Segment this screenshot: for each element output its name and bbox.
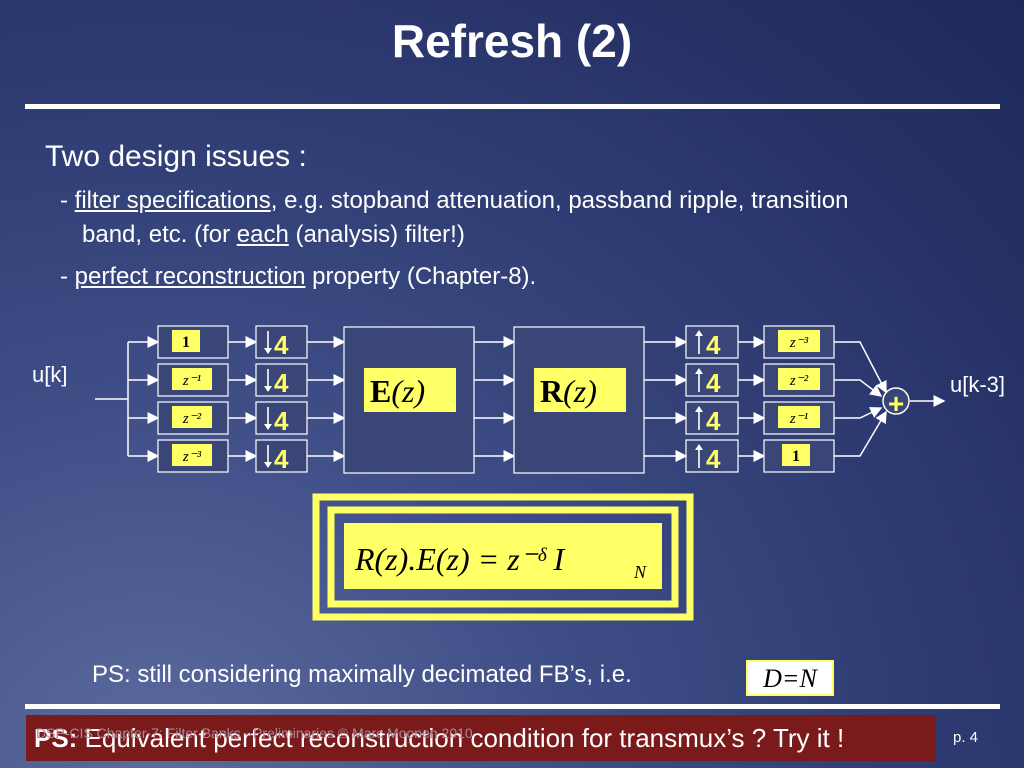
condition-subscript: N bbox=[633, 562, 647, 582]
down-factor-0: 4 bbox=[274, 330, 289, 360]
dash: - bbox=[60, 263, 75, 290]
condition-frame-outer bbox=[312, 493, 694, 621]
down-factor-2: 4 bbox=[274, 406, 289, 436]
bottom-ps-bar: PS: Equivalent perfect reconstruction co… bbox=[26, 715, 936, 761]
ps-note: PS: still considering maximally decimate… bbox=[92, 661, 632, 688]
left-delays: 1 z⁻¹ z⁻² z⁻³ bbox=[157, 325, 229, 473]
input-label: u[k] bbox=[32, 362, 68, 387]
bullet-filter-specs: - filter specifications, e.g. stopband a… bbox=[60, 184, 1010, 252]
condition-frame-middle bbox=[327, 506, 679, 608]
adder-circle bbox=[882, 387, 910, 415]
bottom-ps-text: Equivalent perfect reconstruction condit… bbox=[77, 723, 845, 753]
condition-frame-inner bbox=[344, 523, 662, 589]
bullet1-rest: , e.g. stopband attenuation, passband ri… bbox=[270, 187, 849, 214]
dn-formula: D=N bbox=[746, 660, 834, 696]
adder-symbol: + bbox=[888, 388, 904, 419]
upsamplers: 4 4 4 4 bbox=[685, 325, 739, 474]
delay-left-1: z⁻¹ bbox=[182, 373, 202, 389]
dash: - bbox=[60, 187, 75, 214]
link-filter-specs: filter specifications bbox=[74, 187, 271, 214]
delay-right-0: z⁻³ bbox=[789, 335, 809, 351]
delay-left-2: z⁻² bbox=[182, 411, 202, 427]
title-divider bbox=[25, 104, 1000, 109]
delay-right-3: 1 bbox=[792, 448, 800, 465]
bullet1-line2-post: (analysis) filter!) bbox=[288, 221, 465, 248]
bullet1-line2-pre: band, etc. (for bbox=[82, 221, 237, 248]
footer-divider bbox=[25, 704, 1000, 709]
heading: Two design issues : bbox=[45, 140, 307, 173]
delay-left-3: z⁻³ bbox=[182, 449, 202, 465]
E-label-bg bbox=[364, 368, 456, 412]
E-label: E(z) bbox=[370, 373, 425, 409]
link-perfect-reconstruction: perfect reconstruction bbox=[74, 263, 306, 290]
link-each: each bbox=[236, 221, 289, 248]
up-factor-1: 4 bbox=[706, 368, 721, 398]
bullet-perfect-reconstruction: - perfect reconstruction property (Chapt… bbox=[60, 260, 536, 294]
slide-title: Refresh (2) bbox=[391, 15, 633, 67]
bullet2-rest: property (Chapter-8). bbox=[305, 263, 537, 290]
up-factor-0: 4 bbox=[706, 330, 721, 360]
down-factor-1: 4 bbox=[274, 368, 289, 398]
R-label-bg bbox=[534, 368, 626, 412]
right-delays: z⁻³ z⁻² z⁻¹ 1 bbox=[763, 325, 835, 473]
up-factor-2: 4 bbox=[706, 406, 721, 436]
delay-left-0: 1 bbox=[182, 334, 190, 351]
down-factor-3: 4 bbox=[274, 444, 289, 474]
page-number: p. 4 bbox=[953, 729, 979, 746]
delay-right-2: z⁻¹ bbox=[789, 411, 809, 427]
bottom-ps-label: PS: bbox=[34, 723, 78, 753]
condition-formula: R(z).E(z) = z⁻ᵟ I bbox=[354, 541, 565, 577]
up-factor-3: 4 bbox=[706, 444, 721, 474]
R-label: R(z) bbox=[540, 373, 597, 409]
output-label: u[k-3] bbox=[950, 372, 1006, 397]
footer-text: DSP-CIS Chapter-7: Filter Banks - Prelim… bbox=[36, 725, 473, 741]
downsamplers: 4 4 4 4 bbox=[255, 325, 308, 474]
delay-right-1: z⁻² bbox=[789, 373, 809, 389]
